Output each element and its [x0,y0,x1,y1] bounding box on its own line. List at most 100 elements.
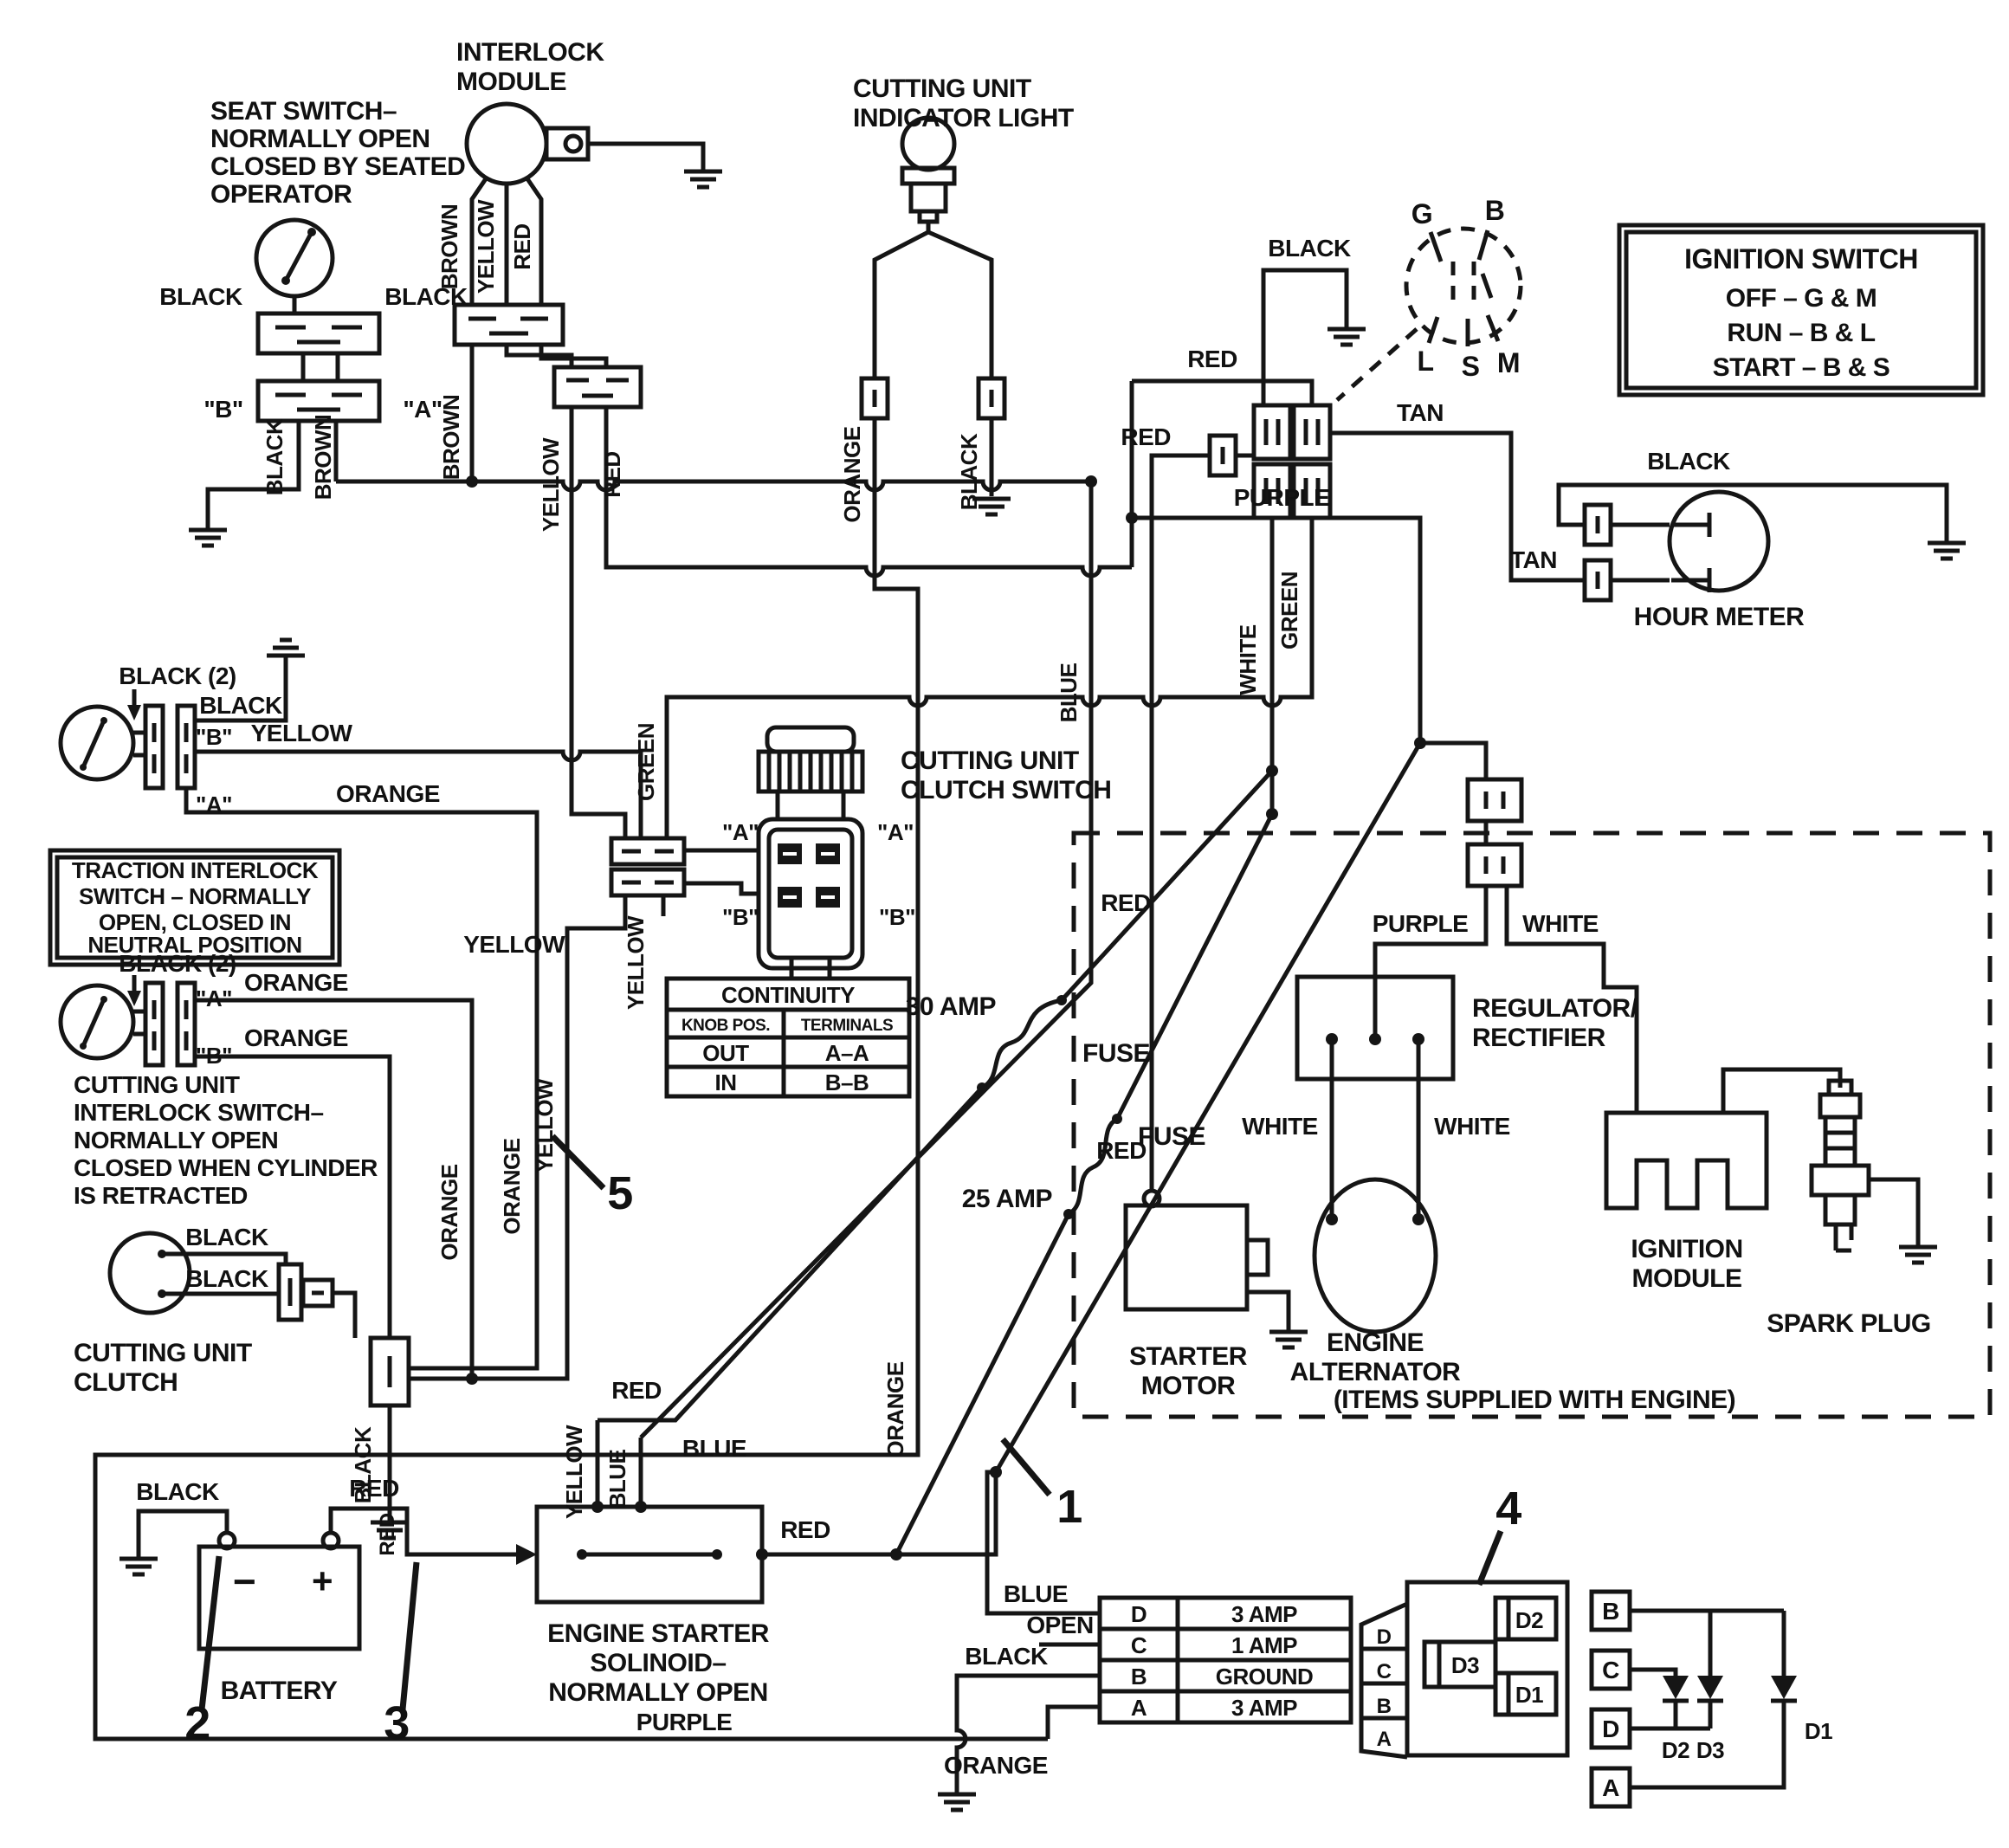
wire-label-yellow: YELLOW [561,1425,587,1519]
wire-label-black: BLACK [185,1224,268,1250]
wire-brown-bus [336,479,1091,493]
inline-connector-icon [979,378,1005,418]
wire-traction-black [195,656,288,723]
diode-label: D3 [1696,1737,1724,1763]
traction-interlock-symbol [48,689,342,967]
wire-label-yellow: YELLOW [463,931,565,958]
interlock-module-caption-1: INTERLOCK [456,38,604,67]
battery-symbol [197,1530,537,1651]
wire-battery-black [136,1509,229,1557]
connector-block-4 [1359,1580,1570,1760]
legend-line-run: RUN – B & L [1727,319,1875,347]
fuse-connector-table [1097,1595,1353,1725]
inline-connector-pair-engine [1468,767,1521,886]
wire-label-yellow: YELLOW [532,1078,558,1173]
wire-motor-ground [1247,1289,1291,1330]
amp-table-cell: 3 AMP [1231,1695,1297,1721]
spark-plug-caption: SPARK PLUG [1767,1309,1930,1338]
diode-label: D2 [1662,1737,1689,1763]
wire-label-red: RED [1121,423,1171,450]
fuse-25amp-squiggle [1067,1116,1119,1217]
wire-red-top [1132,378,1315,405]
wire-label-blue: BLUE [682,1435,746,1462]
amp-table-cell: A [1131,1695,1147,1721]
wire-label-purple: PURPLE [1373,910,1469,937]
ignition-module-symbol [1604,1110,1769,1211]
wire-module-tab [588,141,706,170]
wire-solenoid-pins [595,1420,643,1507]
engine-items-caption: (ITEMS SUPPLIED WITH ENGINE) [1334,1386,1735,1414]
wire-label-black: BLACK [262,418,287,495]
wire-label-orange: ORANGE [244,969,348,996]
ground-icon [1899,1247,1937,1263]
fuse-label: FUSE [1138,1122,1205,1151]
ground-icon [1327,329,1366,345]
wire-regulator-white [1504,886,1639,1113]
block-tab: A [1377,1728,1392,1751]
wire-cluster-black [1261,268,1349,405]
wire-starter-feed-red [1149,453,1210,1192]
block-tab: D [1377,1625,1392,1649]
wire-label-white: WHITE [1522,910,1599,937]
indicator-light-caption-2: INDICATOR LIGHT [853,104,1074,132]
wire-connA-links [504,345,609,367]
wire-purple-top [1132,515,1489,779]
components [48,101,1993,1809]
terminal-label-a: "A" [877,819,914,845]
wire-connB-red [604,407,1132,578]
clutch-switch-connector-pair [611,838,684,895]
wire-plug-ground [1867,1177,1921,1245]
alternator-caption-2: ALTERNATOR [1290,1358,1461,1386]
terminal-label-b: "B" [722,904,759,930]
cutting-interlock-caption-5: IS RETRACTED [74,1182,248,1209]
wire-label-black: BLACK [1268,235,1351,262]
amp-table-cell: B [1131,1664,1147,1690]
wire-module-leads [469,176,544,305]
wire-indicator-orange-loop [93,222,1048,1741]
diode-icon [1663,1676,1689,1701]
cutting-interlock-caption-3: NORMALLY OPEN [74,1127,278,1153]
diode-terminal: A [1602,1774,1619,1801]
wire-table-orange [1045,1704,1100,1739]
legend-line-start: START – B & S [1713,353,1890,382]
interlock-module-caption-2: MODULE [456,68,566,96]
terminal-label-b: "B" [879,904,915,930]
inline-connector-icon [862,378,888,418]
wire-label-open: OPEN [1026,1612,1093,1638]
wire-cutting-orange-a [195,998,475,1379]
inline-connector-icon [1585,505,1611,545]
wire-label-white: WHITE [1434,1113,1510,1140]
ignition-terminal-g: G [1411,198,1432,229]
ignition-terminal-b: B [1485,195,1505,226]
seat-switch-caption-1: SEAT SWITCH– [210,97,397,126]
wire-pair-yellow [409,895,666,1381]
indicator-light-caption-1: CUTTING UNIT [853,74,1031,103]
cutting-interlock-caption-2: INTERLOCK SWITCH– [74,1099,324,1126]
wire-indicator-black [927,229,994,496]
fuse-label-30amp: 30 AMP [906,992,996,1021]
fuse-label: FUSE [1082,1039,1150,1068]
wire-diag-purple [993,741,1423,1474]
traction-interlock-caption-2: SWITCH – NORMALLY [79,883,311,909]
legend-box [1617,223,1986,397]
diode-terminal: C [1602,1657,1619,1683]
ground-icon [120,1559,158,1574]
wire-green [664,518,1315,838]
wire-diag-25amp [894,812,1275,1556]
amp-table-cell: D [1131,1601,1147,1627]
traction-interlock-caption-4: NEUTRAL POSITION [87,932,301,958]
terminal-label-b: "B" [203,396,242,423]
wire-seat-b-black [205,421,301,528]
diode-label: D1 [1805,1718,1832,1744]
arrow-into-solenoid [516,1544,537,1565]
solenoid-caption-3: NORMALLY OPEN [548,1678,768,1707]
starter-motor-symbol [1123,1188,1270,1312]
wire-label-red: RED [1101,889,1151,916]
wire-label-brown: BROWN [438,395,464,481]
wire-label-blue: BLUE [1056,662,1082,722]
block-module: D3 [1451,1652,1479,1678]
clutch-switch-symbol [756,725,865,977]
wire-label-yellow: YELLOW [538,437,564,532]
seat-switch-caption-3: CLOSED BY SEATED [210,152,465,181]
